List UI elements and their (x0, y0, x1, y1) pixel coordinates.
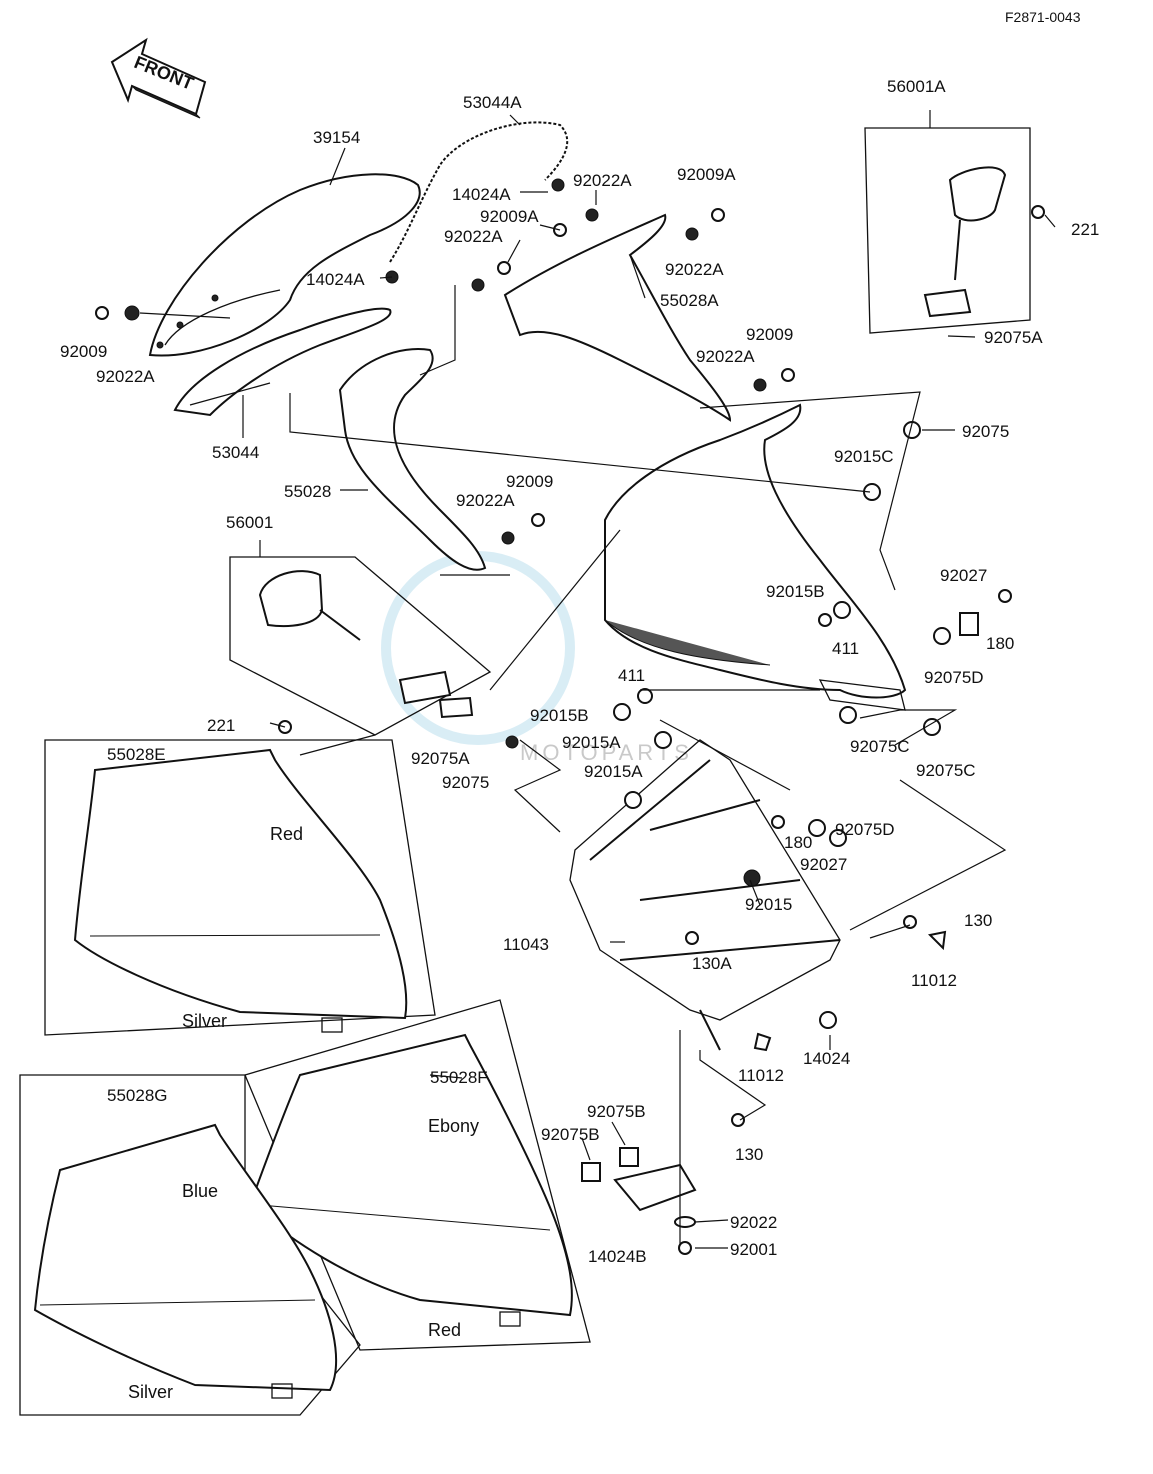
part-label: 92022 (730, 1213, 777, 1232)
color-label: Red (428, 1320, 461, 1340)
color-label: Ebony (428, 1116, 479, 1136)
part-label: 130A (692, 954, 732, 973)
part-label: 92027 (940, 566, 987, 585)
part-label: 55028E (107, 745, 166, 764)
part-label: 92015C (834, 447, 894, 466)
part-label: 221 (207, 716, 235, 735)
windshield-part (148, 173, 421, 357)
part-label: 92075D (924, 668, 984, 687)
part-label: 92022A (444, 227, 503, 246)
side-panel-55028f (244, 999, 591, 1351)
part-label: 14024A (452, 185, 511, 204)
inner-panel-55028 (338, 348, 487, 571)
part-label: 92009 (746, 325, 793, 344)
part-label: 56001 (226, 513, 273, 532)
part-label: 14024 (803, 1049, 850, 1068)
part-label: 92022A (96, 367, 155, 386)
part-label: 92075A (984, 328, 1043, 347)
part-label: 221 (1071, 220, 1099, 239)
part-label: 92075C (850, 737, 910, 756)
part-label: 92015A (562, 733, 621, 752)
part-label: 55028A (660, 291, 719, 310)
part-label: 92022A (665, 260, 724, 279)
part-label: 53044 (212, 443, 259, 462)
part-label: 55028F (430, 1068, 488, 1087)
part-label: 92009 (60, 342, 107, 361)
color-label: Blue (182, 1181, 218, 1201)
front-arrow: FRONT (110, 37, 207, 119)
part-label: 92022A (573, 171, 632, 190)
part-label: 92075D (835, 820, 895, 839)
part-label: 92009A (480, 207, 539, 226)
part-label: 92075B (587, 1102, 646, 1121)
part-labels: 53044A 39154 14024A 92022A 92009A 92022A… (60, 77, 1099, 1266)
part-label: 55028 (284, 482, 331, 501)
part-label: 92075 (962, 422, 1009, 441)
leader-lines (139, 110, 1056, 1249)
part-label: 92015B (766, 582, 825, 601)
part-label: 92015A (584, 762, 643, 781)
part-label: 55028G (107, 1086, 168, 1105)
color-labels: Red Silver Ebony Blue Red Silver (128, 824, 479, 1402)
part-label: 56001A (887, 77, 946, 96)
side-panel-55028g (19, 1074, 361, 1416)
part-label: 92022A (456, 491, 515, 510)
part-label: 14024A (306, 270, 365, 289)
part-label: 92001 (730, 1240, 777, 1259)
part-label: 130 (964, 911, 992, 930)
hardware (95, 178, 1045, 1255)
part-label: 92009 (506, 472, 553, 491)
part-label: 180 (784, 833, 812, 852)
part-label: 130 (735, 1145, 763, 1164)
part-label: 92075C (916, 761, 976, 780)
color-label: Red (270, 824, 303, 844)
figure-code: F2871-0043 (1005, 9, 1081, 25)
side-panel-55028e (44, 739, 436, 1036)
part-label: 92075 (442, 773, 489, 792)
part-label: 92015 (745, 895, 792, 914)
part-label: 92022A (696, 347, 755, 366)
part-label: 11012 (738, 1066, 784, 1085)
part-label: 14024B (588, 1247, 647, 1266)
part-label: 92075B (541, 1125, 600, 1144)
trim-53044a (389, 121, 569, 263)
part-label: 180 (986, 634, 1014, 653)
mirror-56001-box (229, 556, 492, 736)
mirror-56001a-box (864, 127, 1031, 334)
trim-53044 (173, 307, 392, 417)
part-label: 92075A (411, 749, 470, 768)
part-label: 92027 (800, 855, 847, 874)
part-label: 411 (618, 666, 645, 685)
part-label: 39154 (313, 128, 360, 147)
part-label: 11043 (503, 935, 549, 954)
color-label: Silver (182, 1011, 227, 1031)
frame-11043 (569, 739, 841, 1051)
part-label: 11012 (911, 971, 957, 990)
color-label: Silver (128, 1382, 173, 1402)
part-label: 411 (832, 639, 859, 658)
inner-panel-55028a (503, 213, 732, 422)
part-label: 92009A (677, 165, 736, 184)
part-label: 53044A (463, 93, 522, 112)
part-label: 92015B (530, 706, 589, 725)
